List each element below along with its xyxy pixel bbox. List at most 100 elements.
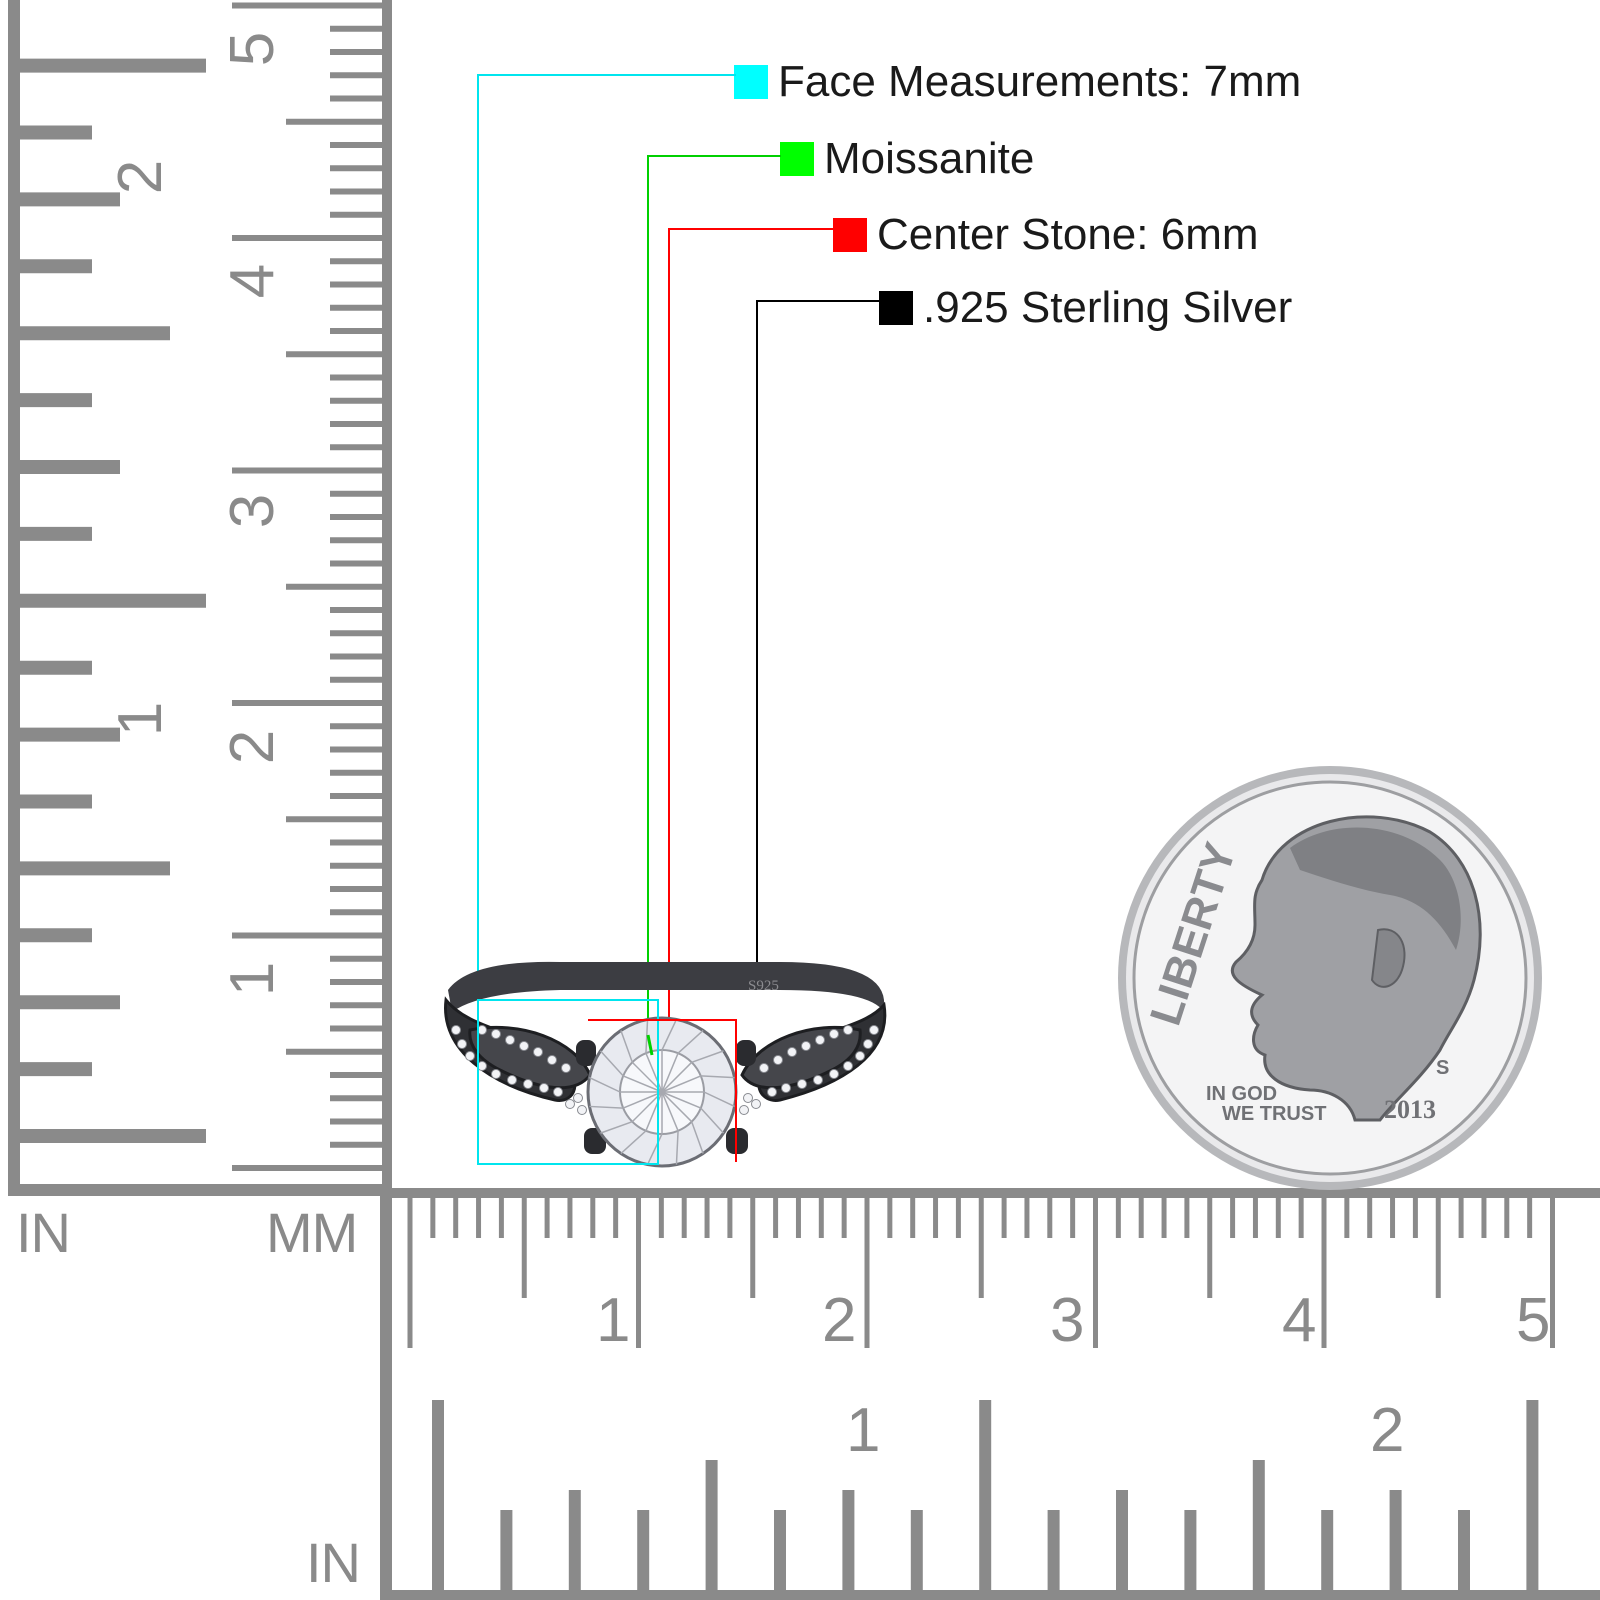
pave-stone xyxy=(801,1041,811,1051)
pave-stone xyxy=(751,1099,761,1109)
pave-stone xyxy=(451,1025,461,1035)
vertical-ruler-left-edge xyxy=(8,0,20,1196)
pave-stone xyxy=(547,1055,557,1065)
pave-stone xyxy=(523,1079,533,1089)
center-stone-facets xyxy=(589,1019,735,1165)
pave-stone xyxy=(813,1075,823,1085)
pave-stone xyxy=(767,1087,777,1097)
stone-facet xyxy=(600,1120,633,1134)
pave-stone xyxy=(869,1025,879,1035)
stone-facet xyxy=(646,1133,663,1165)
legend-center-stone: Center Stone: 6mm xyxy=(833,210,1259,260)
horizontal-mm-number: 3 xyxy=(1050,1286,1085,1355)
pave-stone xyxy=(781,1083,791,1093)
face-measurement-box xyxy=(477,999,659,1165)
pave-stone xyxy=(491,1069,501,1079)
horizontal-inch-number: 1 xyxy=(846,1396,881,1465)
stone-facet xyxy=(599,1050,624,1077)
pave-stone xyxy=(507,1075,517,1085)
horizontal-ruler-left-edge xyxy=(380,1188,392,1600)
legend-label: .925 Sterling Silver xyxy=(923,283,1293,332)
stone-facet xyxy=(589,1076,621,1093)
legend-label: Face Measurements: 7mm xyxy=(778,57,1302,106)
coin-ear xyxy=(1370,928,1406,988)
leader-line-black xyxy=(756,300,880,982)
vertical-ruler-right-edge xyxy=(382,0,392,1196)
ring-stamp: S925 xyxy=(748,978,779,994)
pave-stone xyxy=(519,1041,529,1051)
stone-facet xyxy=(620,1130,647,1155)
pave-stone xyxy=(773,1055,783,1065)
stone-facet xyxy=(622,1075,663,1093)
pave-stones xyxy=(451,1025,879,1115)
pave-stone xyxy=(539,1083,549,1093)
pave-stone xyxy=(829,1029,839,1039)
stone-facet xyxy=(661,1091,679,1132)
pave-stone xyxy=(505,1035,515,1045)
pave-stone xyxy=(843,1025,853,1035)
vertical-ruler-bottom-edge xyxy=(8,1184,392,1196)
horizontal-mm-number: 4 xyxy=(1282,1286,1317,1355)
legend-label: Moissanite xyxy=(824,134,1035,183)
ring-band-back xyxy=(448,961,884,1012)
legend-face-measurements: Face Measurements: 7mm xyxy=(734,57,1301,107)
pave-stone xyxy=(553,1087,563,1097)
coin-mint-mark: S xyxy=(1436,1057,1449,1079)
stone-facet xyxy=(661,1091,693,1123)
legend-swatch-black xyxy=(879,291,913,325)
prong xyxy=(736,1040,756,1066)
stone-facet xyxy=(690,1121,704,1154)
legend-sterling-silver: .925 Sterling Silver xyxy=(879,283,1292,333)
pave-stone xyxy=(565,1099,575,1109)
coin-we-trust: WE TRUST xyxy=(1222,1103,1326,1125)
pave-stone xyxy=(843,1061,853,1071)
pave-stone xyxy=(457,1039,467,1049)
dime-coin: LIBERTY IN GOD WE TRUST 2013 S xyxy=(1118,766,1542,1190)
pave-stone xyxy=(465,1051,475,1061)
pave-stone xyxy=(787,1047,797,1057)
unit-label-in-bottom: IN xyxy=(306,1531,361,1594)
stone-facet xyxy=(661,1061,693,1093)
unit-label-mm: MM xyxy=(266,1201,358,1264)
horizontal-mm-number: 5 xyxy=(1516,1286,1551,1355)
stone-facet xyxy=(620,1030,634,1063)
center-stone-bracket xyxy=(588,1019,737,1162)
leader-line-red xyxy=(668,228,834,1020)
stone-facet xyxy=(589,1105,624,1109)
leader-line-green xyxy=(647,155,781,1035)
stone-facet xyxy=(661,1052,679,1093)
stone-facet xyxy=(691,1050,724,1064)
stone-facet xyxy=(677,1029,704,1054)
pave-stone xyxy=(561,1063,571,1073)
pave-stone xyxy=(863,1039,873,1049)
legend-swatch-green xyxy=(780,142,814,176)
moissanite-pointer xyxy=(646,1034,654,1056)
pave-stone xyxy=(815,1035,825,1045)
horizontal-mm-number: 2 xyxy=(822,1286,857,1355)
legend-label: Center Stone: 6mm xyxy=(877,210,1259,259)
pave-stone xyxy=(759,1063,769,1073)
stone-facet xyxy=(675,1130,679,1165)
coin-year: 2013 xyxy=(1384,1095,1436,1124)
pave-stone xyxy=(743,1093,753,1103)
pave-stone xyxy=(829,1069,839,1079)
legend-swatch-red xyxy=(833,218,867,252)
stone-facet xyxy=(645,1091,663,1132)
stone-facet xyxy=(661,1075,702,1093)
pave-stone xyxy=(577,1105,587,1115)
ring-twist-right-inner xyxy=(740,1025,862,1090)
horizontal-ruler-top-edge xyxy=(382,1188,1600,1198)
horizontal-ruler-bottom-edge xyxy=(380,1590,1600,1600)
stone-facet xyxy=(661,1091,702,1109)
stone-facet xyxy=(622,1091,663,1109)
ring-twist-left-inner xyxy=(468,1025,592,1090)
legend-swatch-cyan xyxy=(734,65,768,99)
ring: S925 xyxy=(444,961,887,1168)
stone-facet xyxy=(703,1091,735,1108)
pave-stone xyxy=(855,1051,865,1061)
coin-hair xyxy=(1290,827,1461,950)
pave-stone xyxy=(573,1093,583,1103)
unit-label-in-left: IN xyxy=(16,1201,71,1264)
